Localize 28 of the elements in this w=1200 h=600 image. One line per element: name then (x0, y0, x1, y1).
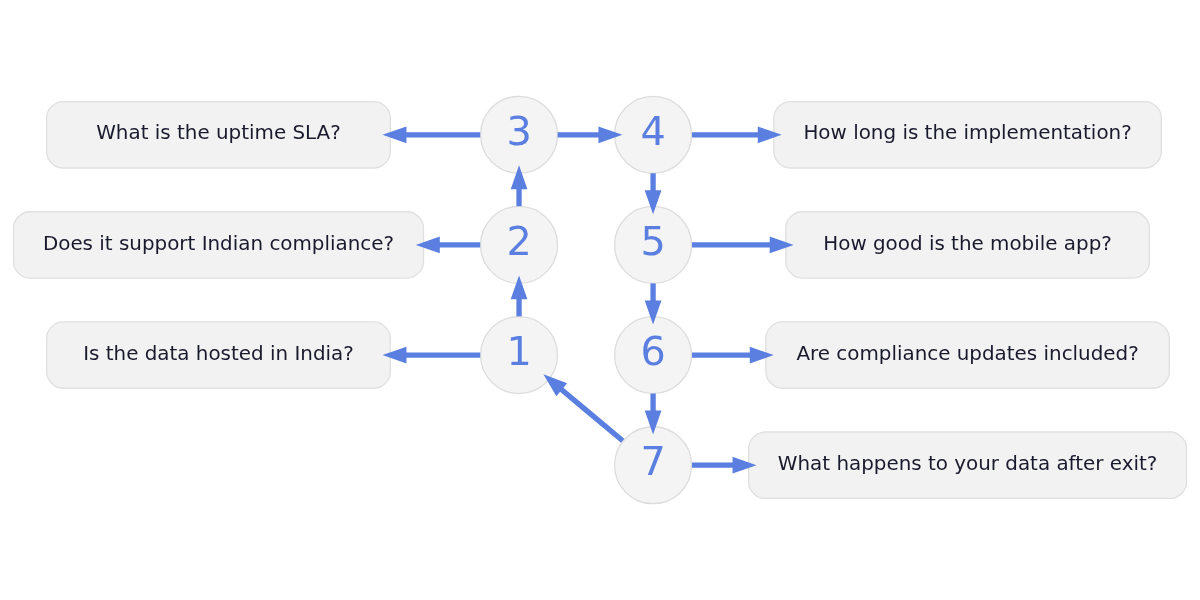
node-box: What is the uptime SLA? (46, 100, 391, 169)
arrow (692, 456, 757, 474)
node-circle: 2 (479, 205, 559, 285)
arrow (415, 236, 481, 254)
node-circle: 5 (613, 205, 693, 285)
node-circle: 6 (613, 315, 693, 395)
arrow (510, 165, 528, 207)
arrow (644, 173, 662, 215)
node-circle: 1 (479, 315, 559, 395)
node-box: Is the data hosted in India? (46, 321, 391, 389)
node-circle: 3 (479, 95, 559, 174)
arrow (382, 126, 481, 144)
node-box: Are compliance updates included? (765, 321, 1170, 389)
arrow (692, 236, 794, 254)
node-box: How long is the implementation? (773, 100, 1162, 169)
arrow (382, 346, 481, 364)
arrow (644, 393, 662, 435)
arrow (692, 126, 782, 144)
node-box: What happens to your data after exit? (747, 431, 1188, 500)
arrow (557, 126, 623, 144)
node-circle: 7 (613, 426, 693, 505)
arrow (543, 374, 625, 443)
arrow (692, 346, 774, 364)
arrow (510, 275, 528, 317)
node-box: Does it support Indian compliance? (12, 211, 425, 279)
node-circle: 4 (613, 95, 693, 174)
node-box: How good is the mobile app? (785, 211, 1151, 279)
arrow (644, 283, 662, 325)
